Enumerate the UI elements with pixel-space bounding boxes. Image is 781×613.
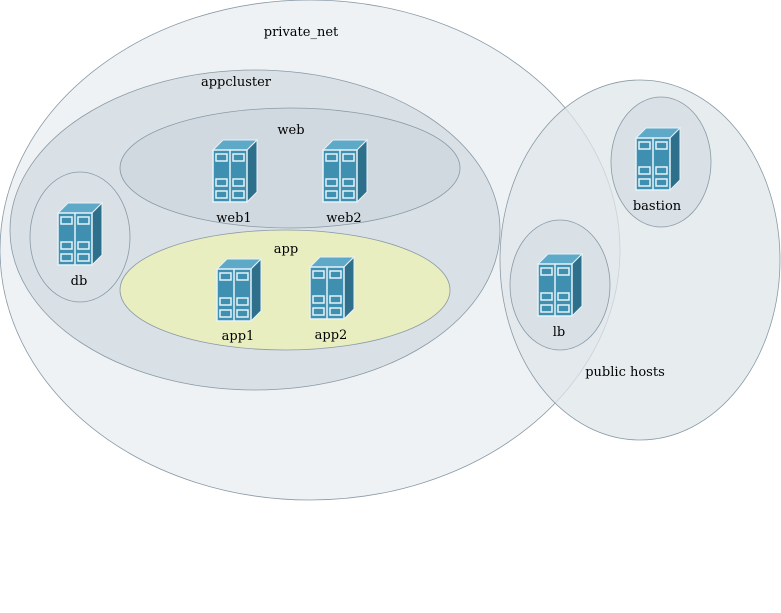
appcluster-label: appcluster [201,75,272,90]
app1-label: app1 [222,329,255,344]
web2-label: web2 [326,211,361,226]
web1-server-icon [212,139,258,203]
private-net-label: private_net [264,25,339,40]
bastion-label: bastion [633,199,682,214]
db-server-icon [57,202,103,266]
app-group-label: app [274,242,298,257]
web1-label: web1 [216,211,251,226]
db-label: db [71,274,88,289]
lb-server-icon [537,253,583,317]
web2-server-icon [322,139,368,203]
app1-server-icon [216,258,262,322]
app2-server-icon [309,256,355,320]
app2-label: app2 [315,328,348,343]
lb-label: lb [553,325,565,340]
bastion-server-icon [635,127,681,191]
web-group-label: web [277,123,304,138]
web-group-boundary [119,107,461,229]
public-hosts-label: public hosts [585,365,665,380]
app-group-boundary [119,229,451,351]
